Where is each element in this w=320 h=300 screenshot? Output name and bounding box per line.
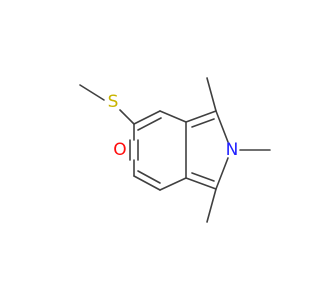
molecule-structure-diagram: S O N: [79, 77, 271, 223]
bond-c6-c5: [133, 110, 161, 125]
bond-c9-c8: [159, 177, 187, 191]
bond-c1-c9: [185, 177, 217, 190]
bond-layer: [79, 77, 271, 223]
nitrogen-atom-label: N: [226, 140, 239, 160]
oxygen-atom-label: O: [113, 140, 126, 160]
bond-n2-c1: [215, 157, 229, 190]
bond-c6-c5-double: [137, 117, 162, 131]
bond-c4-c3: [185, 110, 217, 123]
bond-c3-n2: [215, 110, 229, 143]
bond-sulfur-c6: [119, 109, 135, 125]
atom-label-layer: S O N: [108, 92, 239, 160]
sulfur-atom-label: S: [108, 92, 119, 112]
bond-c1-c9-double: [191, 172, 215, 182]
bond-c4-c3-double: [191, 118, 215, 128]
bond-c8-c7: [133, 175, 161, 191]
bond-c3-methyl: [206, 77, 217, 112]
bond-c5-c4: [159, 110, 187, 123]
bond-c1-methyl: [206, 188, 217, 223]
bond-methyl-sulfur: [79, 84, 105, 101]
bond-c8-c7-double: [137, 170, 161, 184]
